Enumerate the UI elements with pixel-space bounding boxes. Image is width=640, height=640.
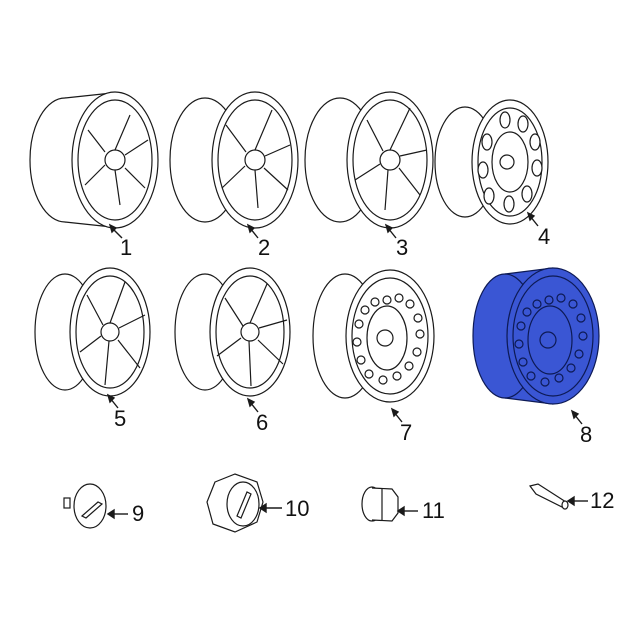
alloy-wheel-icon (34, 267, 151, 397)
part-10-center-cap-spoked[interactable] (205, 472, 265, 534)
part-5-wheel[interactable] (25, 260, 165, 410)
callout-7: 7 (400, 420, 413, 445)
callout-12: 12 (590, 488, 615, 513)
part-8-wheel-highlighted[interactable] (465, 262, 605, 412)
callout-6: 6 (256, 410, 269, 435)
alloy-wheel-icon (169, 91, 299, 229)
callout-5: 5 (114, 406, 127, 431)
callout-8: 8 (580, 422, 593, 447)
alloy-wheel-icon (174, 267, 291, 397)
lug-nut-icon (361, 486, 399, 522)
part-9-center-cap[interactable] (62, 480, 112, 530)
part-1-wheel[interactable] (20, 80, 160, 250)
part-4-wheel[interactable] (425, 90, 565, 240)
steel-wheel-icon (472, 267, 600, 405)
alloy-wheel-icon (29, 91, 159, 229)
center-cap-spoked-icon (206, 473, 264, 533)
center-cap-icon (63, 483, 107, 529)
part-6-wheel[interactable] (165, 260, 305, 410)
steel-wheel-icon (312, 269, 435, 403)
callout-1: 1 (120, 235, 133, 260)
callout-4: 4 (538, 224, 551, 249)
part-11-lug-nut[interactable] (360, 485, 402, 523)
callout-2: 2 (258, 235, 271, 260)
valve-stem-icon (528, 483, 569, 510)
callout-11: 11 (422, 498, 445, 523)
callout-10: 10 (285, 496, 310, 521)
part-2-wheel[interactable] (160, 80, 300, 250)
callout-3: 3 (396, 235, 409, 260)
alloy-wheel-icon (304, 91, 434, 229)
part-3-wheel[interactable] (295, 80, 435, 250)
part-12-valve-stem[interactable] (528, 482, 570, 512)
callout-9: 9 (132, 501, 145, 526)
part-7-wheel[interactable] (305, 262, 445, 412)
steel-wheel-icon (434, 99, 549, 225)
